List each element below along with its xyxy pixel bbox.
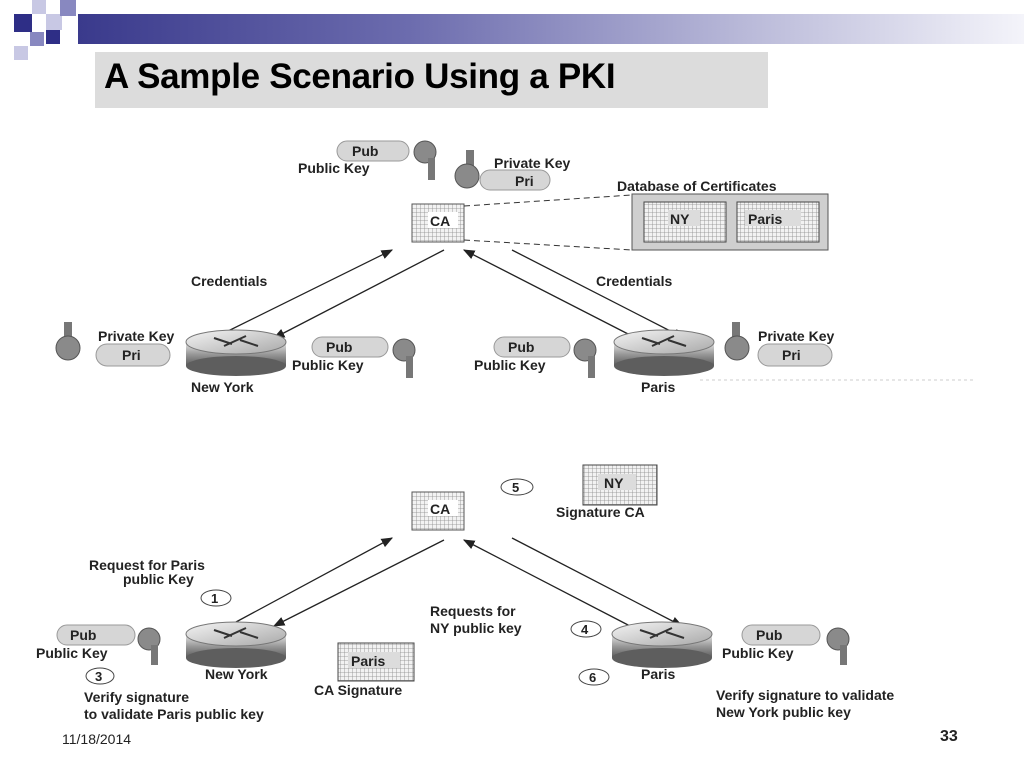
step-1-badge (200, 589, 232, 607)
arrow-paris-to-ca-top (462, 249, 633, 337)
ca-signature-label: CA Signature (314, 682, 402, 698)
verify-left-line1: Verify signature (84, 689, 189, 705)
ny-label-top: New York (191, 379, 254, 395)
ca-public-key-label: Public Key (298, 160, 370, 176)
credentials-left: Credentials (191, 273, 267, 289)
paris-label-top: Paris (641, 379, 675, 395)
corner-square-5 (30, 32, 44, 46)
step-1-label: 1 (211, 591, 218, 606)
arrow-ny-to-ca-bottom (235, 537, 394, 623)
ca-pub-tag: Pub (352, 143, 378, 159)
step-3-badge (85, 667, 115, 685)
arrow-ny-to-ca-top (221, 249, 394, 335)
signature-ca-label: Signature CA (556, 504, 645, 520)
paris-public-key-icon (493, 336, 597, 378)
step-3-label: 3 (95, 669, 102, 684)
step-5-badge (500, 478, 534, 496)
ny-router-bottom-icon (185, 621, 287, 668)
ca-private-key-icon (454, 150, 551, 191)
ny-pri-tag: Pri (122, 347, 141, 363)
paris-cert-label-bg (348, 652, 400, 668)
slide-date: 11/18/2014 (62, 731, 132, 747)
step-4-label: 4 (581, 622, 589, 637)
request-paris-line1: Request for Paris (89, 557, 205, 573)
db-cert-ny-label: NY (670, 211, 690, 227)
paris-public-key-bottom-label: Public Key (722, 645, 794, 661)
ny-label-bottom: New York (205, 666, 268, 682)
request-paris-line2: public Key (123, 571, 194, 587)
arrow-ca-to-ny-bottom (272, 539, 445, 627)
ca-pri-tag: Pri (515, 173, 534, 189)
db-cert-paris-label: Paris (748, 211, 782, 227)
paris-label-bottom: Paris (641, 666, 675, 682)
ny-public-key-label: Public Key (292, 357, 364, 373)
arrow-ca-to-ny-top (272, 249, 445, 339)
arrow-ca-to-paris-bottom (511, 537, 684, 627)
paris-pub-tag: Pub (508, 339, 534, 355)
requests-ny-line1: Requests for (430, 603, 516, 619)
signature-cert-ny-label-bg (598, 474, 636, 490)
ny-public-key-bottom-label: Public Key (36, 645, 108, 661)
slide-title: A Sample Scenario Using a PKI (104, 57, 616, 96)
ny-private-key-label: Private Key (98, 328, 174, 344)
ca-top-label: CA (430, 213, 450, 229)
verify-right-line2: New York public key (716, 704, 851, 720)
ny-public-key-bottom-icon (56, 624, 161, 665)
db-link-top (463, 194, 633, 207)
credentials-right: Credentials (596, 273, 672, 289)
ca-bottom-label-bg (428, 500, 458, 516)
step-6-badge (578, 668, 610, 686)
ny-pub-tag: Pub (326, 339, 352, 355)
corner-square-4 (60, 0, 76, 16)
paris-public-key-label: Public Key (474, 357, 546, 373)
arrow-paris-to-ca-bottom (462, 539, 631, 627)
step-5-label: 5 (512, 480, 519, 495)
corner-square-3 (46, 14, 62, 30)
verify-left-line2: to validate Paris public key (84, 706, 264, 722)
database-title: Database of Certificates (617, 178, 777, 194)
arrow-ca-to-paris-top (511, 249, 686, 339)
step-6-label: 6 (589, 670, 596, 685)
paris-router-top-icon (613, 329, 715, 376)
ny-private-key-icon (55, 322, 171, 367)
slide-page-number: 33 (940, 728, 958, 745)
db-cert-paris-label-bg (745, 210, 801, 226)
paris-pub-tag-bottom: Pub (756, 627, 782, 643)
signature-cert-ny-label: NY (604, 475, 624, 491)
ny-pub-tag-bottom: Pub (70, 627, 96, 643)
ny-public-key-icon (311, 336, 416, 378)
corner-square-7 (46, 30, 60, 44)
paris-public-key-bottom-icon (741, 624, 850, 665)
ca-private-key-label: Private Key (494, 155, 570, 171)
ca-top-label-bg (428, 212, 458, 228)
header-gradient-bar (78, 14, 1024, 44)
paris-private-key-label: Private Key (758, 328, 834, 344)
corner-square-6 (14, 46, 28, 60)
paris-pri-tag: Pri (782, 347, 801, 363)
step-4-badge (570, 620, 602, 638)
paris-private-key-icon (724, 322, 833, 367)
title-box (95, 52, 768, 108)
db-cert-ny-label-bg (668, 210, 700, 226)
corner-square-2 (32, 0, 46, 14)
ca-bottom-label: CA (430, 501, 450, 517)
verify-right-line1: Verify signature to validate (716, 687, 894, 703)
ca-public-key-icon (336, 140, 437, 180)
requests-ny-line2: NY public key (430, 620, 522, 636)
ny-router-top-icon (185, 329, 287, 376)
corner-square-1 (14, 14, 32, 32)
paris-cert-label: Paris (351, 653, 385, 669)
db-link-bottom (463, 239, 633, 251)
paris-router-bottom-icon (611, 621, 713, 668)
